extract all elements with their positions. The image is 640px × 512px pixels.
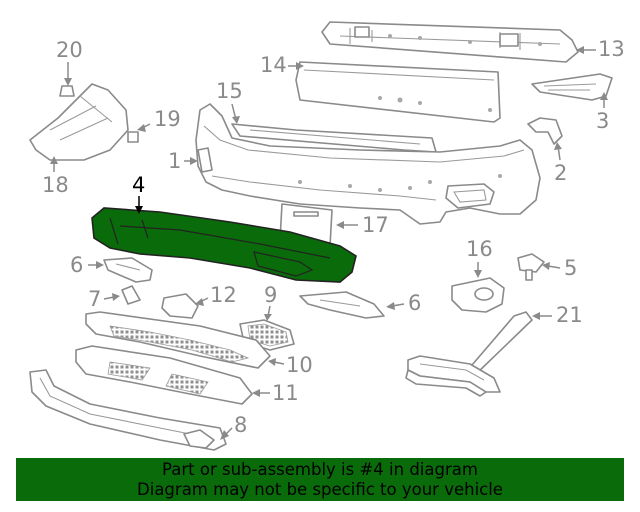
callout-13: 13 bbox=[576, 37, 625, 61]
callout-label-6-right: 6 bbox=[408, 291, 421, 315]
part-8-lower-trim bbox=[29, 369, 227, 451]
callout-18: 18 bbox=[42, 156, 69, 197]
part-20-bolt bbox=[59, 85, 75, 97]
callout-label-9: 9 bbox=[264, 283, 277, 307]
footer-line-2: Diagram may not be specific to your vehi… bbox=[137, 480, 503, 499]
callout-label-19: 19 bbox=[154, 107, 181, 131]
callout-12: 12 bbox=[195, 283, 237, 307]
callout-5: 5 bbox=[542, 256, 577, 280]
callout-label-5: 5 bbox=[564, 256, 577, 280]
callout-8: 8 bbox=[220, 413, 247, 440]
callout-label-4: 4 bbox=[132, 173, 145, 197]
callout-label-1: 1 bbox=[168, 149, 181, 173]
callout-label-7: 7 bbox=[88, 287, 101, 311]
callout-20: 20 bbox=[56, 38, 83, 86]
callout-9: 9 bbox=[264, 283, 277, 321]
part-21-tow-support bbox=[405, 311, 533, 397]
callout-10: 10 bbox=[268, 353, 313, 377]
callout-7: 7 bbox=[88, 287, 120, 311]
callout-21: 21 bbox=[532, 303, 583, 327]
part-14-upper-absorber bbox=[295, 61, 501, 123]
callout-label-2: 2 bbox=[554, 161, 567, 185]
callout-3: 3 bbox=[596, 92, 609, 133]
part-10-lower-grille bbox=[85, 311, 271, 369]
callout-label-6-left: 6 bbox=[70, 253, 83, 277]
part-18-splash-shield bbox=[29, 83, 129, 161]
callout-14: 14 bbox=[260, 53, 304, 77]
part-2-bracket bbox=[527, 117, 563, 145]
callout-label-11: 11 bbox=[272, 381, 299, 405]
callout-label-17: 17 bbox=[362, 213, 389, 237]
callout-1: 1 bbox=[168, 149, 198, 173]
callout-label-8: 8 bbox=[234, 413, 247, 437]
part-19-bolt bbox=[127, 131, 139, 143]
callout-label-16: 16 bbox=[466, 237, 493, 261]
part-16-fog-lamp-cover bbox=[451, 277, 505, 313]
part-1-bumper-cover bbox=[195, 103, 541, 225]
callout-4-highlighted: 4 bbox=[132, 173, 145, 214]
callout-2: 2 bbox=[554, 142, 567, 185]
callout-6-right: 6 bbox=[386, 291, 421, 315]
callout-6-left: 6 bbox=[70, 253, 104, 277]
callout-label-21: 21 bbox=[556, 303, 583, 327]
callout-16: 16 bbox=[466, 237, 493, 278]
part-4-lower-valance-highlighted bbox=[91, 207, 357, 283]
part-5-clip bbox=[517, 253, 545, 281]
callout-11: 11 bbox=[252, 381, 299, 405]
callout-17: 17 bbox=[336, 213, 389, 237]
callout-label-20: 20 bbox=[56, 38, 83, 62]
callout-label-18: 18 bbox=[42, 173, 69, 197]
part-6-bezel-left bbox=[103, 257, 153, 283]
callout-19: 19 bbox=[137, 107, 181, 132]
callout-label-15: 15 bbox=[216, 79, 243, 103]
part-12-cover bbox=[161, 293, 199, 319]
part-13-reinforcement-beam bbox=[321, 21, 579, 63]
footer-banner: Part or sub-assembly is #4 in diagram Di… bbox=[16, 458, 624, 501]
callout-label-14: 14 bbox=[260, 53, 287, 77]
part-6-bezel-right bbox=[299, 291, 385, 319]
callout-label-12: 12 bbox=[210, 283, 237, 307]
part-3-bracket bbox=[531, 73, 613, 101]
callout-label-13: 13 bbox=[598, 37, 625, 61]
callout-label-3: 3 bbox=[596, 109, 609, 133]
callout-label-10: 10 bbox=[286, 353, 313, 377]
part-11-grille bbox=[75, 345, 253, 405]
part-7-bracket bbox=[121, 285, 141, 305]
callout-15: 15 bbox=[216, 79, 243, 124]
footer-line-1: Part or sub-assembly is #4 in diagram bbox=[162, 460, 478, 479]
